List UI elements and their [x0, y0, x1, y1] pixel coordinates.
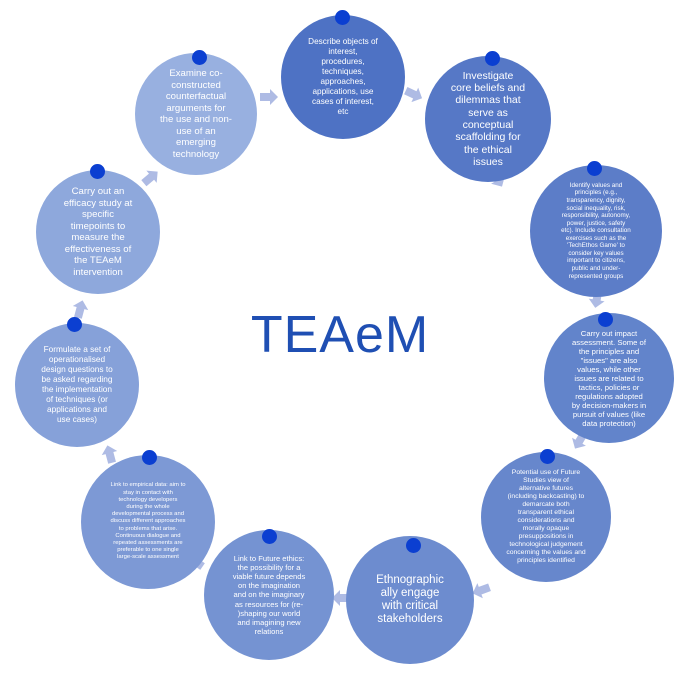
stage-marker-dot [598, 312, 613, 327]
flow-arrow [101, 445, 118, 464]
stage-investigate: Investigate core beliefs and dilemmas th… [425, 56, 551, 182]
center-title: TEAeM [250, 306, 430, 364]
stage-investigate-text: Investigate core beliefs and dilemmas th… [450, 69, 526, 169]
stage-efficacy: Carry out an efficacy study at specific … [36, 170, 160, 294]
stage-impact-text: Carry out impact assessment. Some of the… [571, 328, 647, 428]
stage-future-studies-text: Potential use of Future Studies view of … [506, 468, 586, 565]
stage-counterfactual-text: Examine co- constructed counterfactual a… [159, 68, 232, 160]
stage-empirical: Link to empirical data: aim to stay in c… [81, 455, 215, 589]
flow-arrow [72, 300, 89, 319]
stage-efficacy-text: Carry out an efficacy study at specific … [63, 186, 133, 278]
stage-counterfactual: Examine co- constructed counterfactual a… [135, 53, 257, 175]
stage-future-studies: Potential use of Future Studies view of … [481, 452, 611, 582]
flow-arrow [404, 86, 423, 103]
stage-marker-dot [540, 449, 555, 464]
stage-ethnographic-text: Ethnographic ally engage with critical s… [376, 573, 444, 626]
stage-marker-dot [587, 161, 602, 176]
flow-arrow [260, 89, 278, 105]
stage-design-questions: Formulate a set of operationalised desig… [15, 323, 139, 447]
flow-arrow [332, 590, 350, 606]
stage-identify-values: Identify values and principles (e.g., tr… [530, 165, 662, 297]
stage-future-ethics-text: Link to Future ethics: the possibility f… [232, 554, 306, 636]
stage-describe: Describe objects of interest, procedures… [281, 15, 405, 139]
stage-design-questions-text: Formulate a set of operationalised desig… [41, 344, 113, 424]
flow-arrow [472, 583, 491, 599]
stage-marker-dot [192, 50, 207, 65]
stage-marker-dot [335, 10, 350, 25]
stage-ethnographic: Ethnographic ally engage with critical s… [346, 536, 474, 664]
stage-marker-dot [90, 164, 105, 179]
stage-impact: Carry out impact assessment. Some of the… [544, 313, 674, 443]
stage-marker-dot [485, 51, 500, 66]
stage-describe-text: Describe objects of interest, procedures… [308, 37, 378, 116]
stage-marker-dot [142, 450, 157, 465]
stage-marker-dot [67, 317, 82, 332]
stage-empirical-text: Link to empirical data: aim to stay in c… [110, 482, 186, 561]
stage-identify-values-text: Identify values and principles (e.g., tr… [561, 181, 631, 280]
stage-marker-dot [406, 538, 421, 553]
stage-future-ethics: Link to Future ethics: the possibility f… [204, 530, 334, 660]
flow-arrow [141, 170, 158, 187]
stage-marker-dot [262, 529, 277, 544]
